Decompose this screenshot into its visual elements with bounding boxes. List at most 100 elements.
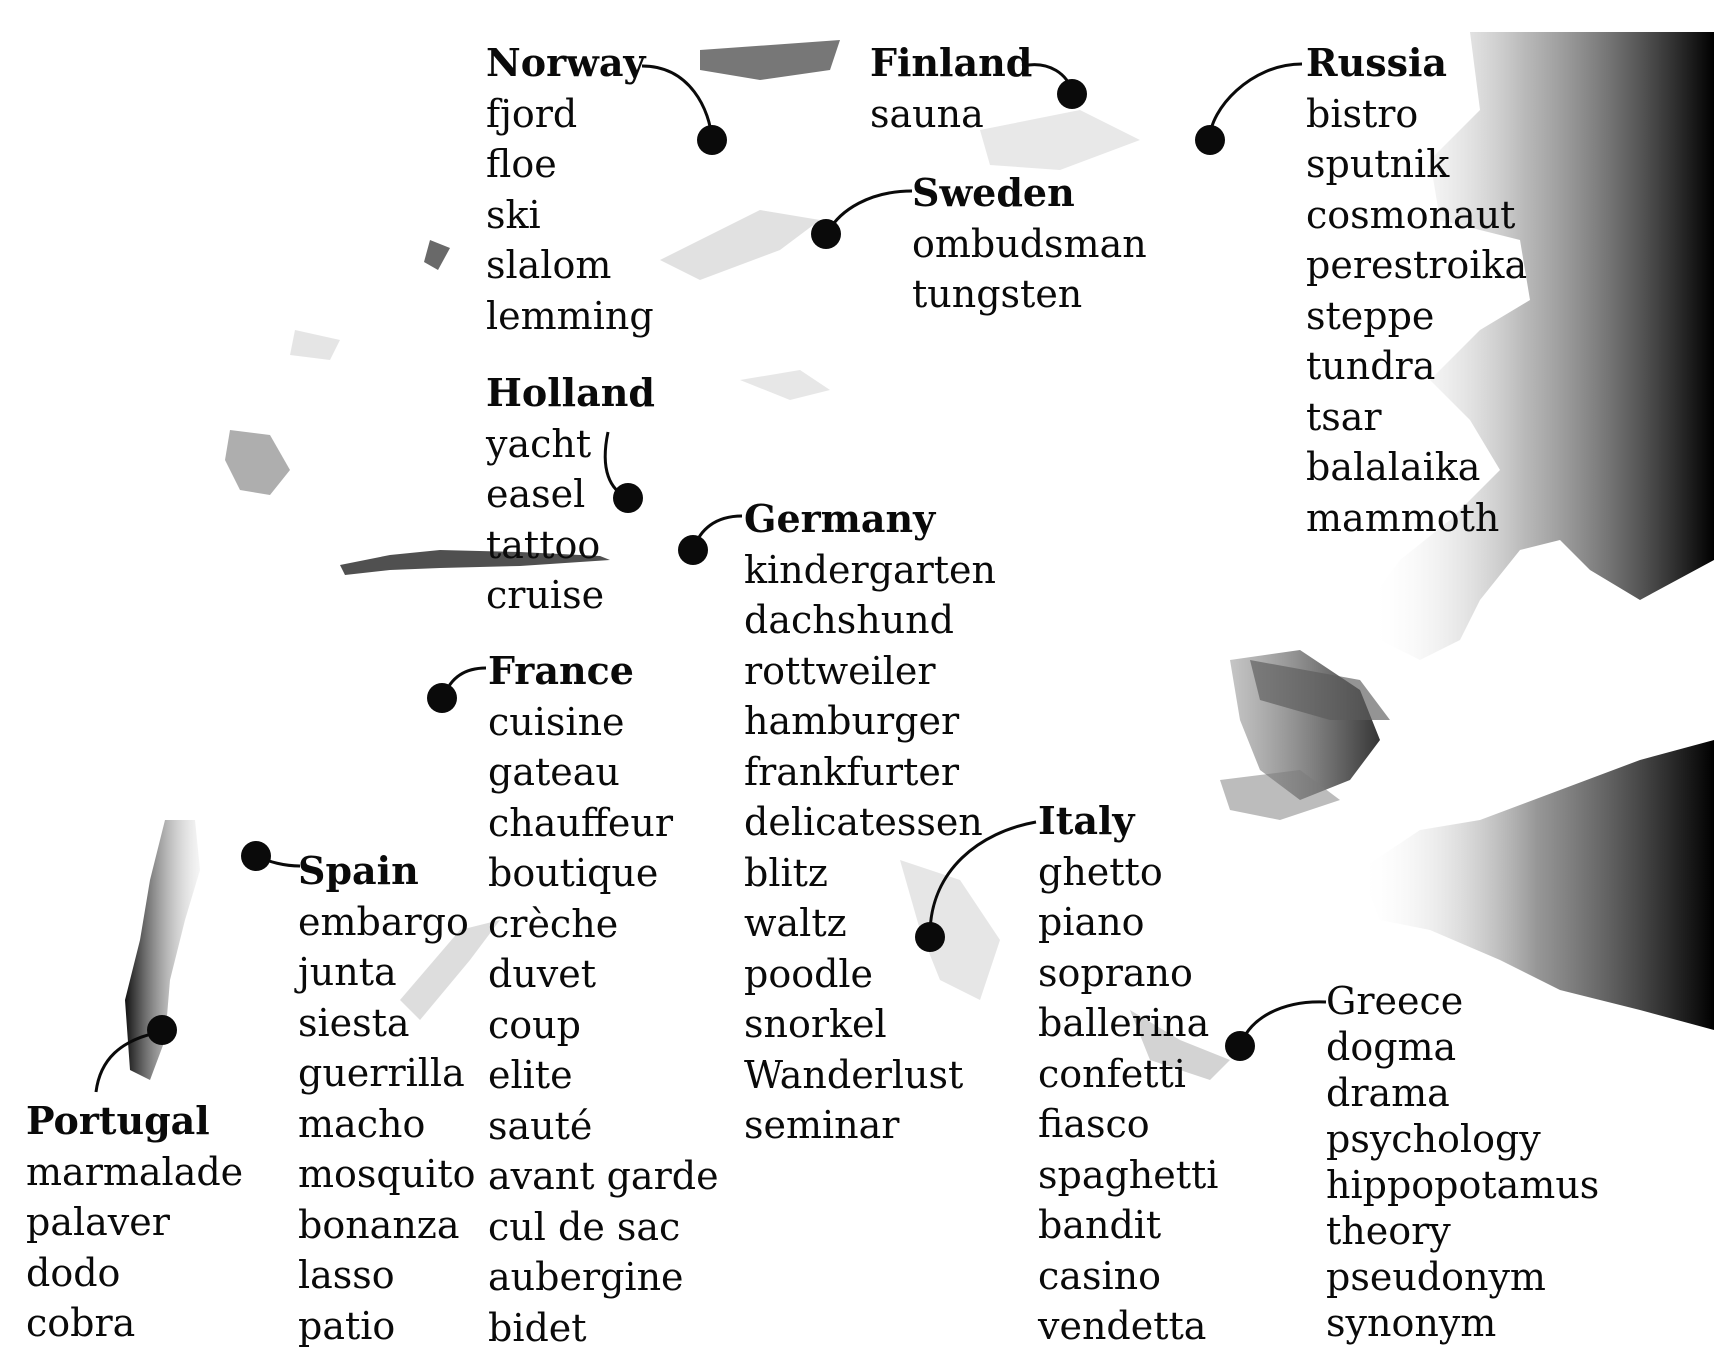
loanword: mosquito — [298, 1149, 476, 1200]
loanword: ski — [486, 190, 654, 241]
loanword: fiasco — [1038, 1099, 1218, 1150]
loanword: cobra — [26, 1298, 243, 1349]
group-portugal: Portugal marmalade palaver dodo cobra — [26, 1096, 243, 1349]
group-germany: Germany kindergarten dachshund rottweile… — [744, 494, 996, 1151]
british-isles — [225, 430, 290, 495]
loanword: marmalade — [26, 1147, 243, 1198]
country-label: Norway — [486, 38, 654, 89]
loanword: sputnik — [1306, 139, 1527, 190]
loanword: aubergine — [488, 1252, 719, 1303]
leader-greece — [1242, 1002, 1326, 1042]
loanword: kindergarten — [744, 545, 996, 596]
loanword: ghetto — [1038, 847, 1218, 898]
loanword: yacht — [486, 419, 655, 470]
country-label: Spain — [298, 846, 476, 897]
loanword: synonym — [1326, 1300, 1599, 1346]
loanword: dachshund — [744, 595, 996, 646]
loanword: cosmonaut — [1306, 190, 1527, 241]
loanword: ombudsman — [912, 219, 1147, 270]
loanword: bandit — [1038, 1200, 1218, 1251]
loanword: psychology — [1326, 1116, 1599, 1162]
loanword: rottweiler — [744, 646, 996, 697]
country-label: Portugal — [26, 1096, 243, 1147]
loanword: dogma — [1326, 1024, 1599, 1070]
loanword: hippopotamus — [1326, 1162, 1599, 1208]
loanword: boutique — [488, 848, 719, 899]
loanword: delicatessen — [744, 797, 996, 848]
loanword: bidet — [488, 1303, 719, 1353]
loanword: seminar — [744, 1100, 996, 1151]
country-label: France — [488, 646, 719, 697]
loanword: chauffeur — [488, 798, 719, 849]
loanword: pseudonym — [1326, 1254, 1599, 1300]
loanword: sauna — [870, 89, 1032, 140]
loanword: bistro — [1306, 89, 1527, 140]
loanword: lemming — [486, 291, 654, 342]
group-france: France cuisine gateau chauffeur boutique… — [488, 646, 719, 1353]
group-holland: Holland yacht easel tattoo cruise — [486, 368, 655, 621]
country-label: Greece — [1326, 978, 1599, 1024]
country-label: Germany — [744, 494, 996, 545]
loanword: easel — [486, 469, 655, 520]
loanword: cul de sac — [488, 1202, 719, 1253]
loanword: poodle — [744, 949, 996, 1000]
group-finland: Finland sauna — [870, 38, 1032, 139]
loanword: waltz — [744, 898, 996, 949]
group-russia: Russia bistro sputnik cosmonaut perestro… — [1306, 38, 1527, 543]
country-label: Holland — [486, 368, 655, 419]
loanword: elite — [488, 1050, 719, 1101]
loanword: soprano — [1038, 948, 1218, 999]
loanword: tungsten — [912, 269, 1147, 320]
loanword: vendetta — [1038, 1301, 1218, 1352]
loanword: theory — [1326, 1208, 1599, 1254]
loanword: floe — [486, 139, 654, 190]
group-greece: Greece dogma drama psychology hippopotam… — [1326, 978, 1599, 1346]
loanword: crèche — [488, 899, 719, 950]
loanword: bonanza — [298, 1200, 476, 1251]
loanword: gateau — [488, 747, 719, 798]
loanword: drama — [1326, 1070, 1599, 1116]
scandinavia-coast — [700, 40, 840, 80]
loanword: sauté — [488, 1101, 719, 1152]
loanword: steppe — [1306, 291, 1527, 342]
loanword: patio — [298, 1301, 476, 1352]
loanword: slalom — [486, 240, 654, 291]
loanword: balalaika — [1306, 442, 1527, 493]
group-spain: Spain embargo junta siesta guerrilla mac… — [298, 846, 476, 1351]
loanword: guerrilla — [298, 1048, 476, 1099]
loanword: tundra — [1306, 341, 1527, 392]
loanword: hamburger — [744, 696, 996, 747]
loanword: ballerina — [1038, 998, 1218, 1049]
loanword: cruise — [486, 570, 655, 621]
group-italy: Italy ghetto piano soprano ballerina con… — [1038, 796, 1218, 1352]
loanword: casino — [1038, 1251, 1218, 1302]
loanword: frankfurter — [744, 747, 996, 798]
group-sweden: Sweden ombudsman tungsten — [912, 168, 1147, 320]
loanword: tsar — [1306, 392, 1527, 443]
loanword: cuisine — [488, 697, 719, 748]
loanword: avant garde — [488, 1151, 719, 1202]
country-label: Italy — [1038, 796, 1218, 847]
country-label: Russia — [1306, 38, 1527, 89]
loanword: tattoo — [486, 520, 655, 571]
loanword: junta — [298, 947, 476, 998]
group-norway: Norway fjord floe ski slalom lemming — [486, 38, 654, 341]
loanword: spaghetti — [1038, 1150, 1218, 1201]
loanword: palaver — [26, 1197, 243, 1248]
loanword: lasso — [298, 1250, 476, 1301]
loanword: mammoth — [1306, 493, 1527, 544]
loanword: piano — [1038, 897, 1218, 948]
loanword: dodo — [26, 1248, 243, 1299]
loanword: blitz — [744, 848, 996, 899]
country-label: Finland — [870, 38, 1032, 89]
loanword: coup — [488, 1000, 719, 1051]
loanword: embargo — [298, 897, 476, 948]
loanword: confetti — [1038, 1049, 1218, 1100]
loanword: perestroika — [1306, 240, 1527, 291]
loanword: duvet — [488, 949, 719, 1000]
leader-russia — [1210, 64, 1302, 138]
loanword: macho — [298, 1099, 476, 1150]
country-label: Sweden — [912, 168, 1147, 219]
leader-sweden — [828, 191, 912, 232]
loanword: siesta — [298, 998, 476, 1049]
